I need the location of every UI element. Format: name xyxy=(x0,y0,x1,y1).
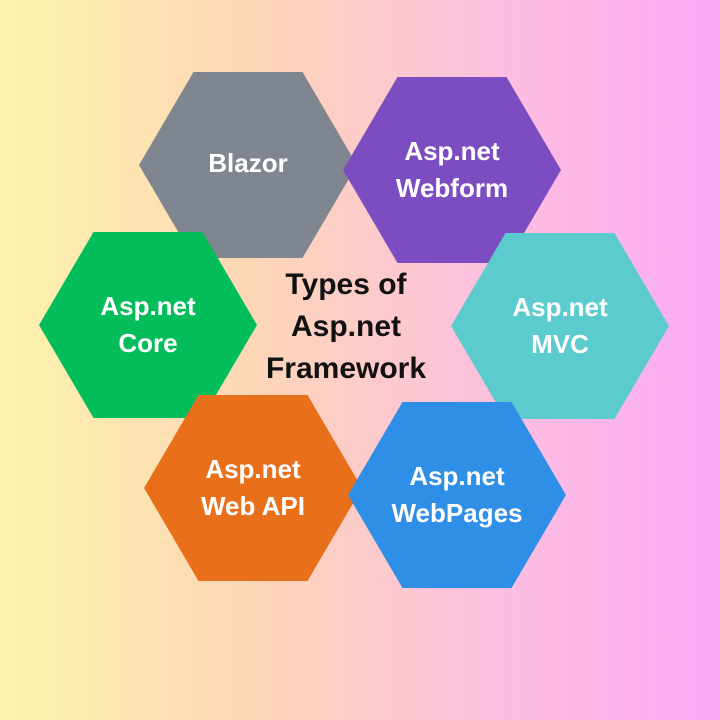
hexagon-aspnet-web-api: Asp.net Web API xyxy=(144,395,362,581)
hexagon-label: Asp.net MVC xyxy=(512,292,608,359)
diagram-title: Types of Asp.net Framework xyxy=(265,268,427,385)
hexagon-label: Asp.net Core xyxy=(100,291,196,358)
hexagon-label: Blazor xyxy=(208,147,288,178)
hexagon-label: Asp.net WebPages xyxy=(391,461,523,528)
hexagon-label: Asp.net Web API xyxy=(200,454,305,521)
hexagon-label: Asp.net Webform xyxy=(395,136,509,203)
hexagon-aspnet-webpages: Asp.net WebPages xyxy=(348,402,566,588)
hexagon-blazor: Blazor xyxy=(139,72,357,258)
hexagon-aspnet-core: Asp.net Core xyxy=(39,232,257,418)
